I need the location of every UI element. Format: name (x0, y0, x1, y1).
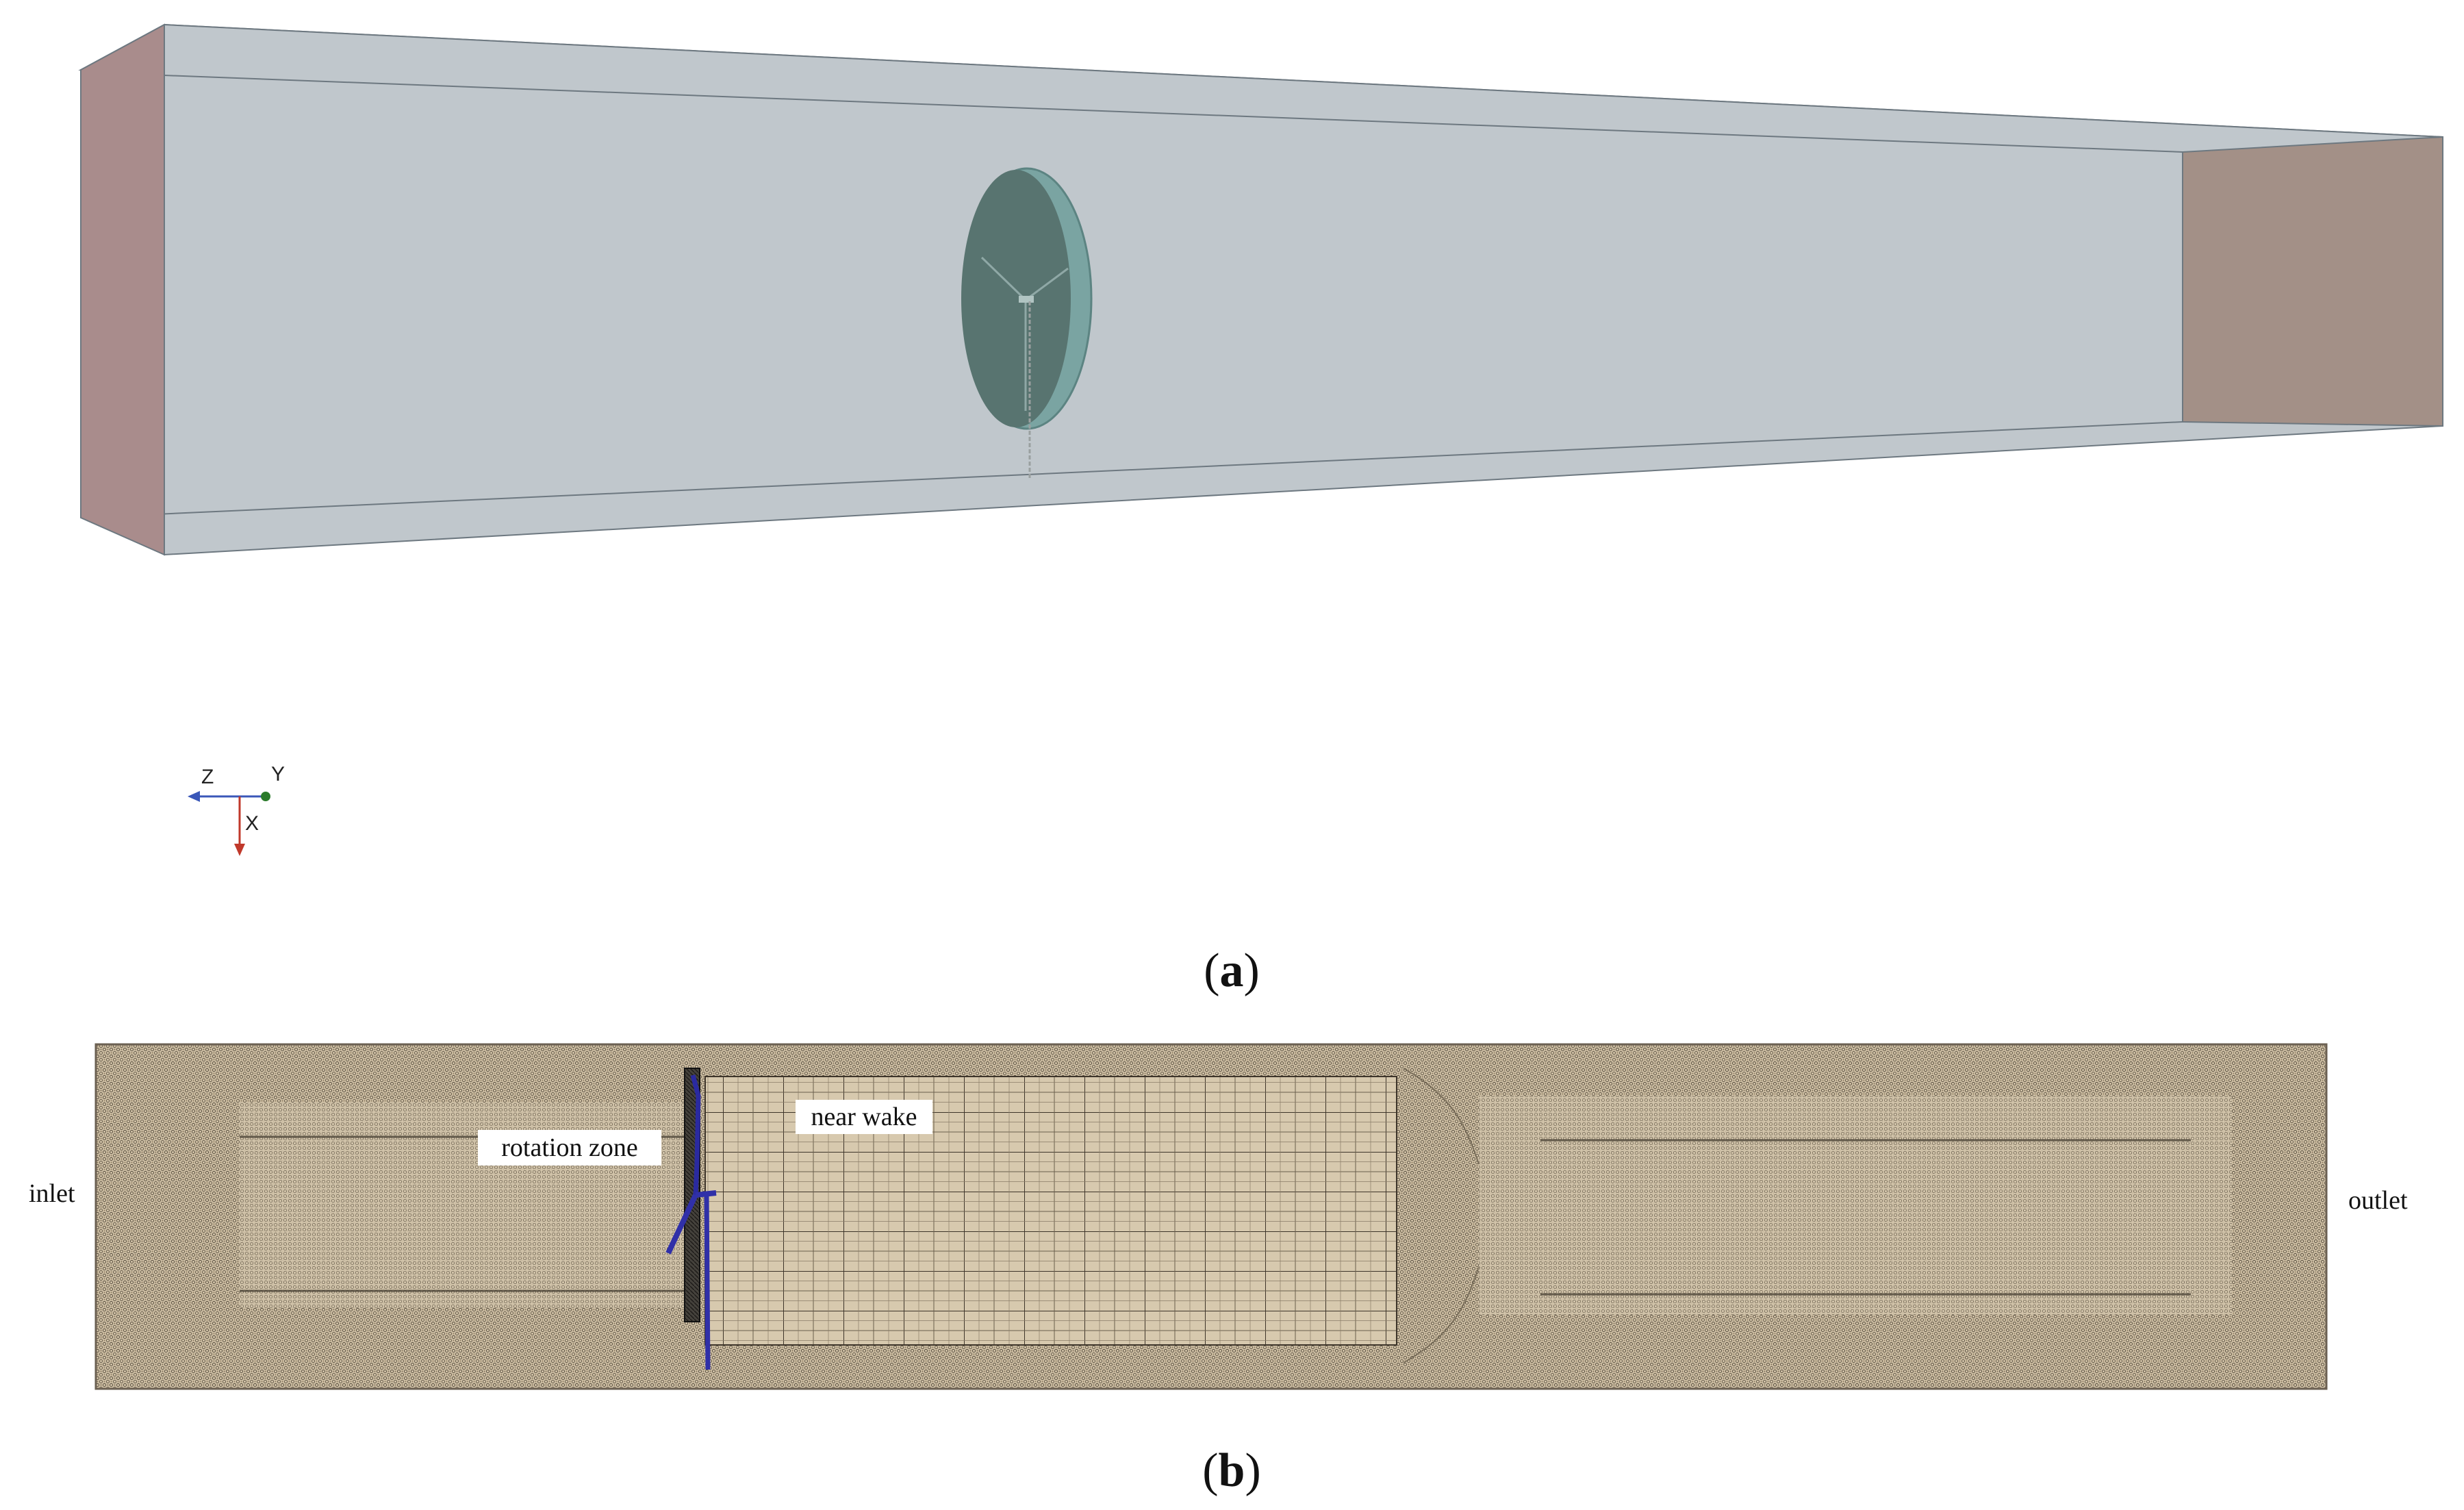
axis-triad: Z Y X (188, 763, 285, 856)
domain-edge-bottom (80, 421, 2183, 518)
mesh-transition-curve (1403, 1068, 1479, 1165)
label-near-wake: near wake (796, 1100, 932, 1134)
axis-label-x: X (245, 812, 259, 835)
rotation-zone-label: rotation zone (501, 1133, 637, 1162)
label-rotation-zone: rotation zone (478, 1130, 661, 1166)
outlet-face (2182, 136, 2443, 427)
turbine-nacelle (1019, 296, 1034, 303)
panel-a-domain-view: Z Y X (a) (78, 23, 2443, 997)
inlet-label: inlet (29, 1179, 75, 1208)
mesh-refinement-band-downstream (1479, 1096, 2232, 1315)
panel-a-caption: (a) (1204, 944, 1260, 997)
panel-b-mesh-view: rotation zone near wake inlet outlet (b) (29, 1043, 2408, 1497)
axis-label-z: Z (201, 766, 214, 788)
panel-b-caption: (b) (1202, 1444, 1261, 1497)
inlet-face (80, 23, 165, 556)
turbine-mesh-view (665, 1074, 717, 1370)
outlet-label: outlet (2348, 1186, 2408, 1215)
turbine-blades (980, 256, 1069, 411)
domain-side-face (164, 23, 2443, 556)
domain-edge-top (164, 75, 2183, 153)
panel-b-caption-letter: b (1219, 1444, 1245, 1497)
panel-a-caption-letter: a (1220, 944, 1244, 997)
rotor-disk (961, 170, 1071, 427)
near-wake-label: near wake (811, 1103, 917, 1131)
axis-label-y: Y (271, 763, 285, 785)
